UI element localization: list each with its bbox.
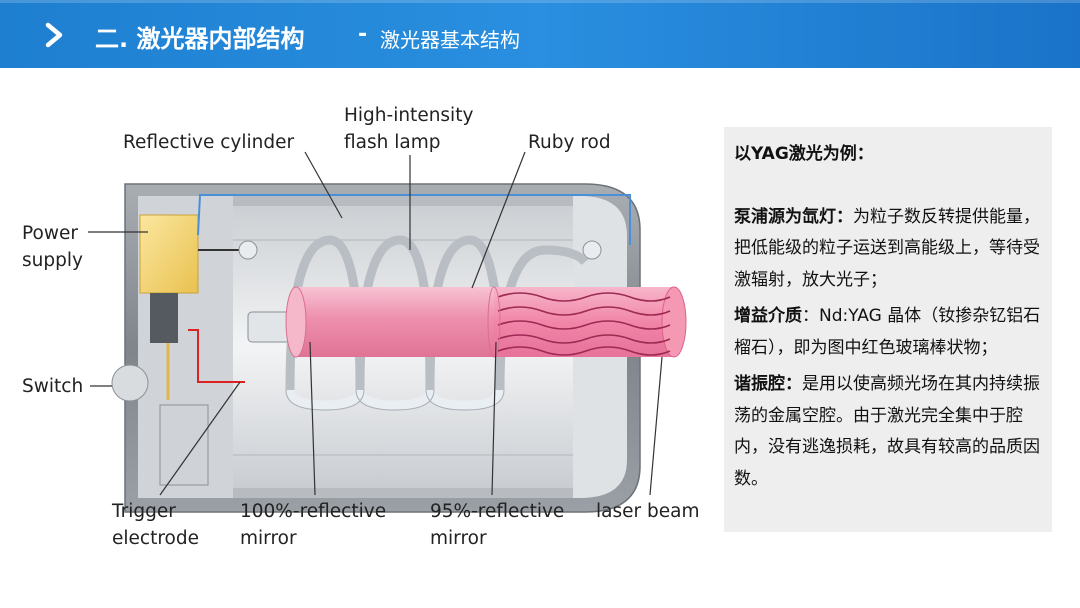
label-power-supply-line1: Power (22, 223, 78, 244)
pump-term: 泵浦源为氙灯： (734, 206, 853, 227)
pump-text: 为粒子数反转提供能量，把低能级的粒子运送到高能级上，等待受激辐射，放大光子； (734, 206, 1040, 290)
label-trigger-electrode-line2: electrode (112, 528, 199, 549)
page-subtitle: 激光器基本结构 (380, 28, 520, 52)
chevron-right-icon (45, 22, 63, 48)
laser-diagram: Reflective cylinder High-intensity flash… (0, 68, 720, 608)
cavity-text: 是用以使高频光场在其内持续振荡的金属空腔。由于激光完全集中于腔内，没有逃逸损耗，… (734, 374, 1040, 489)
label-95-mirror-line1: 95%-reflective (430, 501, 565, 522)
panel-spacer (734, 171, 1042, 202)
panel-paragraph-pump: 泵浦源为氙灯：为粒子数反转提供能量，把低能级的粒子运送到高能级上，等待受激辐射，… (734, 202, 1042, 297)
title-separator: - (358, 22, 368, 47)
page-title: 二. 激光器内部结构 (95, 25, 305, 53)
label-100-mirror-line1: 100%-reflective (240, 501, 387, 522)
panel-heading: 以YAG激光为例： (734, 144, 874, 164)
header-bar: 二. 激光器内部结构 - 激光器基本结构 (0, 0, 1080, 68)
label-trigger-electrode-line1: Trigger (112, 501, 176, 522)
label-flash-lamp-line2: flash lamp (344, 132, 441, 153)
label-100-mirror-line2: mirror (240, 528, 297, 549)
label-flash-lamp-line1: High-intensity (344, 105, 474, 126)
label-ruby-rod: Ruby rod (528, 132, 611, 153)
gain-term: 增益介质 (734, 306, 802, 326)
label-95-mirror-line2: mirror (430, 528, 487, 549)
label-switch: Switch (22, 376, 84, 397)
explanation-panel: 以YAG激光为例： 泵浦源为氙灯：为粒子数反转提供能量，把低能级的粒子运送到高能… (724, 127, 1052, 532)
laser-diagram-graphic (88, 151, 687, 513)
label-power-supply-line2: supply (22, 250, 83, 271)
label-laser-beam: laser beam (596, 501, 700, 522)
cavity-term: 谐振腔： (734, 374, 802, 394)
gain-text: ：Nd:YAG 晶体（钕掺杂钇铝石榴石），即为图中红色玻璃棒状物； (734, 306, 1041, 358)
panel-paragraph-gain: 增益介质：Nd:YAG 晶体（钕掺杂钇铝石榴石），即为图中红色玻璃棒状物； (734, 301, 1042, 364)
label-reflective-cylinder: Reflective cylinder (123, 132, 295, 153)
panel-paragraph-cavity: 谐振腔：是用以使高频光场在其内持续振荡的金属空腔。由于激光完全集中于腔内，没有逃… (734, 369, 1042, 495)
